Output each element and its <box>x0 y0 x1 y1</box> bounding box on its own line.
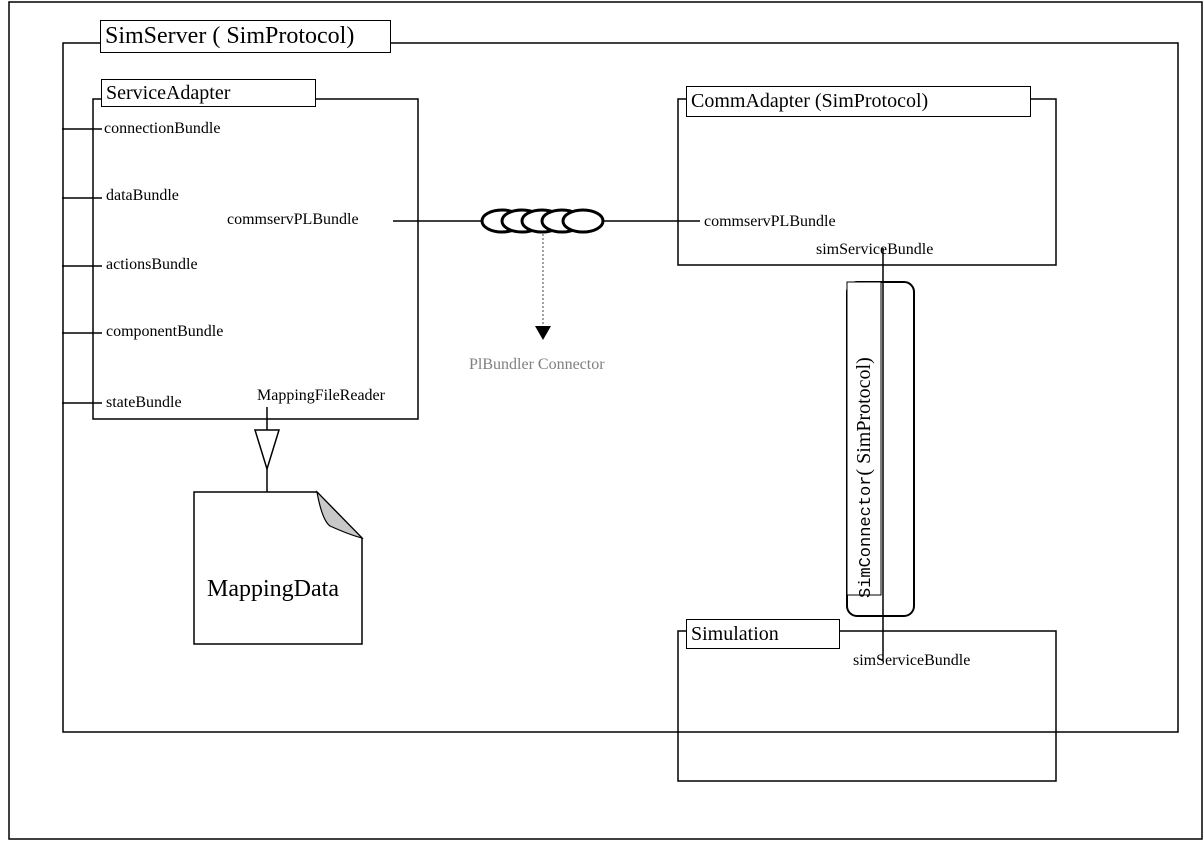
coil-5 <box>561 208 605 234</box>
reader-triangle-icon <box>253 429 281 472</box>
simulation-component[interactable] <box>677 630 1057 782</box>
simulation-title: Simulation <box>691 622 779 645</box>
commadapter-commserv-port: commservPLBundle <box>704 213 836 230</box>
simulation-title-tab: Simulation <box>686 619 840 649</box>
plbundler-connector-label: PlBundler Connector <box>469 356 605 373</box>
mappingfilereader-port: MappingFileReader <box>257 387 385 404</box>
page-frame <box>8 1 1203 840</box>
simserver-title: SimServer ( SimProtocol) <box>105 23 355 49</box>
commadapter-title: CommAdapter (SimProtocol) <box>691 90 929 112</box>
simconnector-label-box <box>846 281 882 596</box>
port-actions-bundle: actionsBundle <box>106 256 198 273</box>
arrow-down-icon <box>535 326 551 340</box>
simconnector-protocol: ( SimProtocol) <box>853 357 875 476</box>
simserver-package[interactable] <box>62 42 1179 733</box>
serviceadapter-title: ServiceAdapter <box>106 81 231 104</box>
simserver-title-tab: SimServer ( SimProtocol) <box>100 20 391 53</box>
document-shape[interactable] <box>193 491 363 645</box>
simconnector-label: SimConnector( SimProtocol) <box>853 357 876 598</box>
commadapter-title-tab: CommAdapter (SimProtocol) <box>686 86 1031 117</box>
mappingdata-label: MappingData <box>207 576 339 602</box>
port-component-bundle: componentBundle <box>106 323 224 340</box>
serviceadapter-commserv-port: commservPLBundle <box>227 211 359 228</box>
simconnector-name: SimConnector <box>857 475 876 598</box>
serviceadapter-port-lines <box>62 128 102 404</box>
port-connection-bundle: connectionBundle <box>104 120 221 137</box>
simulation-simservice-port: simServiceBundle <box>853 652 971 669</box>
port-data-bundle: dataBundle <box>106 187 179 204</box>
plbundler-connector-symbol[interactable] <box>480 208 605 234</box>
serviceadapter-title-tab: ServiceAdapter <box>101 79 316 107</box>
commadapter-simservice-port: simServiceBundle <box>816 241 934 258</box>
port-state-bundle: stateBundle <box>106 394 182 411</box>
document-fold-icon <box>316 490 364 540</box>
